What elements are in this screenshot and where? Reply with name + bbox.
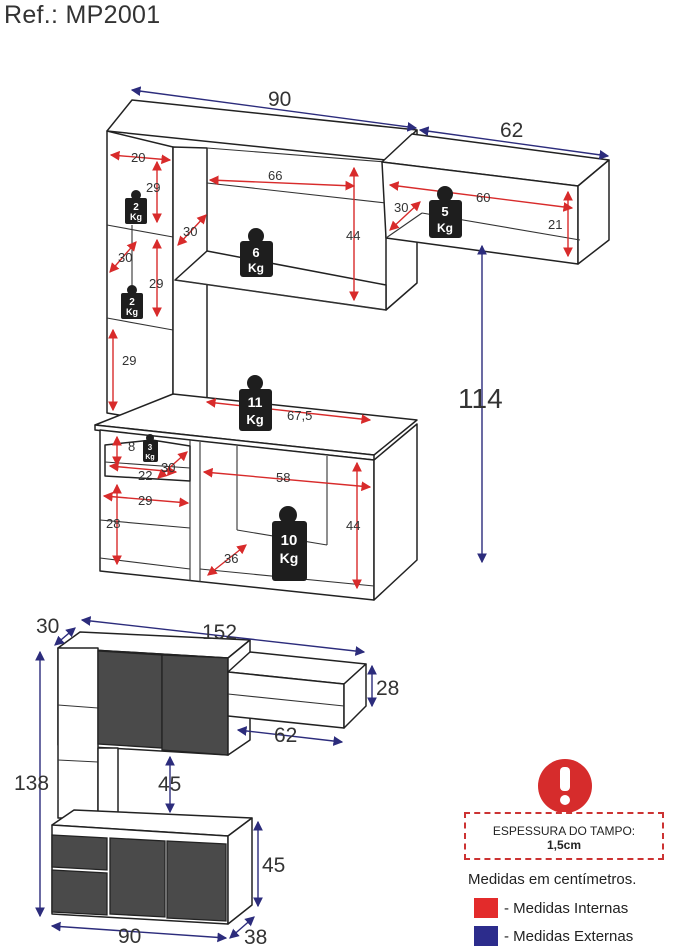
legend-external-label: - Medidas Externas [504, 927, 634, 945]
dim-label-total-width: 152 [202, 621, 237, 644]
weight-icon: 11 Kg [239, 375, 272, 431]
svg-text:Kg: Kg [126, 307, 138, 317]
svg-text:Kg: Kg [130, 212, 142, 222]
dim-label-total-height: 138 [14, 772, 49, 795]
assembled-unit [51, 631, 367, 925]
dim-label: 30 [161, 460, 175, 475]
dim-label: 60 [476, 190, 490, 205]
dim-label: 29 [146, 180, 160, 195]
dim-label-depth-top: 30 [36, 615, 59, 638]
exclamation-icon [538, 759, 592, 813]
dim-label: 29 [149, 276, 163, 291]
svg-text:Kg: Kg [145, 454, 154, 461]
warning-box: ESPESSURA DO TAMPO: 1,5cm [464, 812, 664, 860]
weight-icon: 5 Kg [429, 186, 462, 238]
weight-icon: 3 Kg [143, 434, 158, 462]
dim-label: 20 [131, 150, 145, 165]
dim-label: 30 [183, 224, 197, 239]
legend-external: - Medidas Externas [474, 926, 633, 946]
blue-swatch [474, 926, 498, 946]
dim-label: 30 [394, 200, 408, 215]
dim-label: 8 [128, 439, 135, 454]
svg-text:Kg: Kg [437, 221, 453, 235]
svg-text:2: 2 [129, 297, 135, 308]
dim-label-base-width: 90 [118, 925, 141, 948]
dim-label: 29 [138, 493, 152, 508]
dim-label: 36 [224, 551, 238, 566]
dim-label-side-shelf-width: 62 [500, 119, 523, 142]
weight-icon: 2 Kg [121, 285, 143, 319]
svg-text:5: 5 [441, 204, 448, 219]
reference-title: Ref.: MP2001 [4, 1, 161, 29]
dim-label-upper-width: 90 [268, 88, 291, 111]
dim-label-base-height: 45 [262, 854, 285, 877]
dim-label-height-gap: 114 [458, 383, 503, 414]
weight-tags: 2 Kg 2 Kg 6 Kg 5 Kg 11 Kg [121, 186, 462, 581]
svg-text:Kg: Kg [280, 550, 299, 566]
warning-title: ESPESSURA DO TAMPO: [492, 824, 636, 838]
red-swatch [474, 898, 498, 918]
dim-label: 44 [346, 518, 360, 533]
dim-label: 44 [346, 228, 360, 243]
svg-text:10: 10 [281, 532, 298, 549]
external-dimensions-bottom: 30 152 28 62 138 45 45 90 38 [14, 615, 399, 949]
legend-internal-label: - Medidas Internas [504, 899, 629, 917]
dim-label: 29 [122, 353, 136, 368]
dim-label: 66 [268, 168, 282, 183]
svg-text:11: 11 [248, 394, 263, 410]
svg-text:2: 2 [133, 202, 139, 213]
dim-label: 21 [548, 217, 562, 232]
svg-text:6: 6 [252, 245, 259, 260]
dim-label: 28 [106, 516, 120, 531]
dim-label-shelf-width: 62 [274, 724, 297, 747]
svg-text:3: 3 [148, 443, 153, 452]
measures-note: Medidas em centímetros. [468, 871, 637, 888]
dim-label-shelf-height: 28 [376, 677, 399, 700]
dim-label: 22 [138, 468, 152, 483]
svg-text:Kg: Kg [248, 261, 264, 275]
external-dimensions-top: 90 62 114 [130, 86, 610, 564]
dim-label: 58 [276, 470, 290, 485]
internal-dimensions: 20 29 66 44 30 29 30 29 67,5 8 22 30 29 … [102, 150, 574, 590]
weight-icon: 10 Kg [272, 506, 307, 581]
warning-value: 1,5cm [546, 838, 582, 852]
dim-label: 67,5 [287, 408, 312, 423]
svg-text:Kg: Kg [246, 412, 263, 427]
legend-internal: - Medidas Internas [474, 898, 628, 918]
dim-label-gap: 45 [158, 773, 181, 796]
weight-icon: 6 Kg [240, 228, 273, 277]
dim-label: 30 [118, 250, 132, 265]
dim-label-base-depth: 38 [244, 926, 267, 949]
weight-icon: 2 Kg [125, 190, 147, 224]
